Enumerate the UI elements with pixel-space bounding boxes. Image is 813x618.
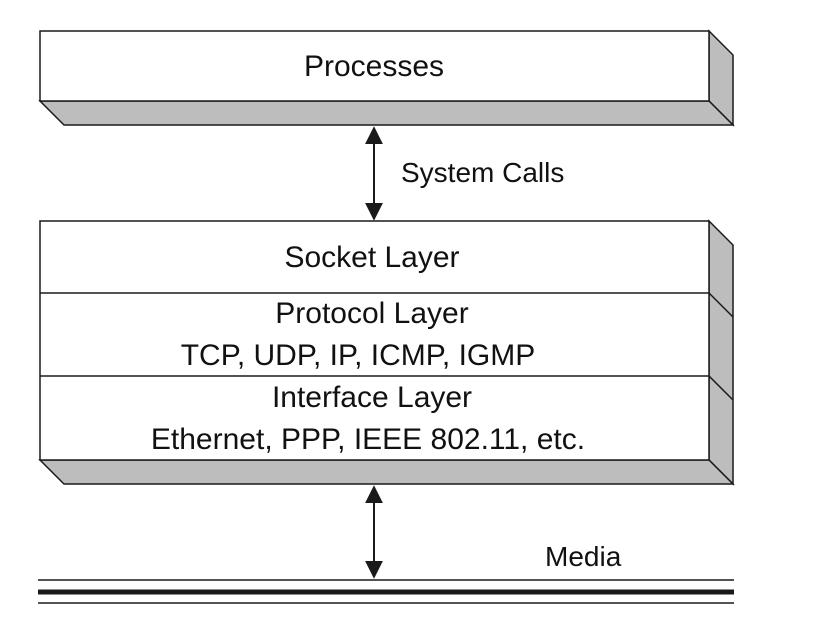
kernel-stack-bottom <box>38 459 735 485</box>
protocol-layer-title: Protocol Layer <box>275 297 468 330</box>
side-separator-1 <box>708 292 734 318</box>
interface-layer-title: Interface Layer <box>272 381 472 414</box>
side-separator-2 <box>708 375 734 401</box>
kernel-stack-box: Socket Layer Protocol Layer TCP, UDP, IP… <box>38 219 735 486</box>
media-label: Media <box>545 541 622 572</box>
kernel-stack-front <box>39 220 710 461</box>
media-lines <box>38 579 734 604</box>
kernel-stack-side <box>708 219 734 486</box>
processes-box: Processes <box>38 29 735 127</box>
processes-box-bottom <box>38 100 735 126</box>
interface-layer-interfaces: Ethernet, PPP, IEEE 802.11, etc. <box>151 423 585 456</box>
protocol-layer-protocols: TCP, UDP, IP, ICMP, IGMP <box>181 339 536 372</box>
processes-label: Processes <box>304 50 444 83</box>
processes-box-front <box>39 30 710 102</box>
system-calls-label: System Calls <box>401 157 564 188</box>
socket-layer-label: Socket Layer <box>284 241 459 274</box>
